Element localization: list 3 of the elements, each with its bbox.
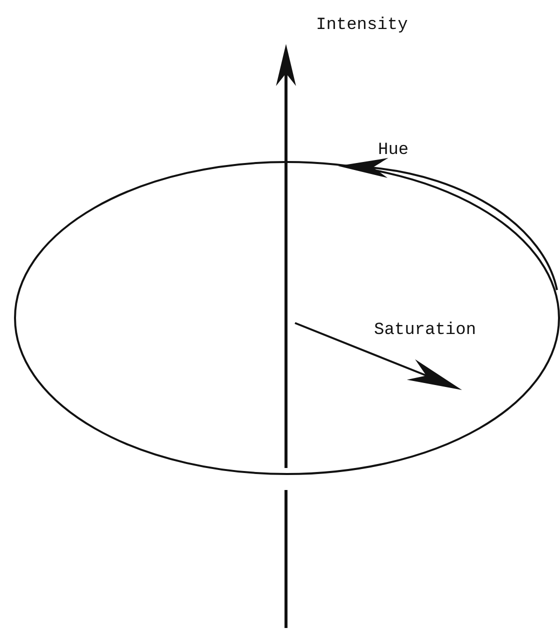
axis-label: Intensity (316, 17, 408, 34)
axis-label: Hue (378, 142, 409, 159)
axis-label: Saturation (374, 322, 476, 339)
